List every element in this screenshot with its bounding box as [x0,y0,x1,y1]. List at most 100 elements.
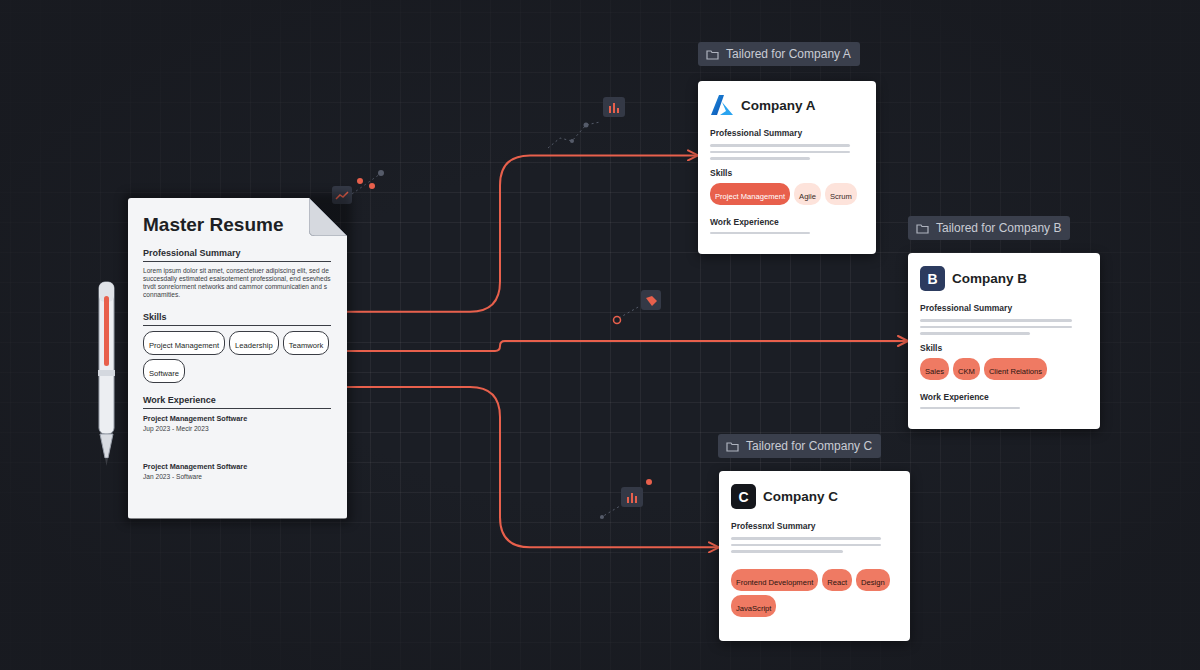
skill-chip: JavaScript [731,595,776,617]
flow-arrow [347,341,908,351]
chip-row: Project Management Leadership TeamworkSoft… [143,331,331,383]
skill-chip: Scrum [825,183,857,205]
text-line [920,332,1030,335]
card-header: C Company C [731,484,898,509]
label-text: Work Experience [920,392,1088,402]
label-text: Scrum [830,192,852,201]
chip-row: Frontend Development React DesignJavaScrip… [731,569,898,617]
placeholder-lines [920,407,1088,410]
folder-icon [706,49,719,60]
tag-label: Tailored for Company B [908,216,1070,240]
document-box: Master ResumeProfessional SummaryLorem i… [128,198,347,519]
skill-chip: Sales [920,358,949,380]
label-text: B [927,271,937,287]
text-line [920,319,1072,322]
text-line [710,232,810,235]
chip-row: Sales CKM Client Relations [920,358,1088,380]
skill-chip: Client Relations [984,358,1047,380]
label-text: Design [861,578,885,587]
label-text: Work Experience [710,217,864,227]
label-text: JavaScript [736,604,771,613]
company-logo [710,94,734,116]
label-text: React [827,578,847,587]
resume-card: Company A Professional SummarySkillsProje… [698,81,876,254]
placeholder-lines [710,232,864,235]
skill-chip: Frontend Development [731,569,818,591]
text-line [920,407,1020,410]
text-line [710,157,810,160]
page-fold [309,198,347,236]
skill-chip: Software [143,359,185,383]
label-text: C [738,489,748,505]
label-text: Work Experience [143,395,331,409]
spacer [731,561,898,567]
label-text: Company B [952,271,1027,286]
folder-icon [726,441,739,452]
label-text: Lorem ipsum dolor sit amet, consectetuer… [143,267,331,299]
folder-icon [916,223,929,234]
label-text: Client Relations [989,367,1042,376]
text-line [710,144,850,147]
text-line [731,544,881,547]
label-text: Leadership [235,341,273,350]
label-text: Agile [799,192,816,201]
resume-card: C Company C Professnxl SummaryFrontend Dev… [719,471,910,641]
label-text: Company A [741,98,816,113]
label-text: Software [149,369,179,378]
label-text: Company C [763,489,838,504]
tag-label: Tailored for Company C [718,434,881,458]
skill-chip: React [822,569,852,591]
skill-chip: Design [856,569,890,591]
label-text: Project Management Software [143,462,331,471]
pen-icon [98,282,115,466]
placeholder-lines [920,319,1088,335]
label-text: Skills [920,343,1088,353]
tag-icon [614,290,662,324]
flow-arrow [347,387,719,547]
skill-chip: Project Management [143,331,225,355]
logo-box: C [731,484,756,509]
logo-slot: B [920,266,945,291]
logo-slot: C [731,484,756,509]
label-text: Teamwork [289,341,324,350]
logo-box: B [920,266,945,291]
text-line [731,537,881,540]
label-text: Professional Summary [710,128,864,138]
card-header: B Company B [920,266,1088,291]
label-text: Tailored for Company C [746,439,872,453]
label-text: Project Management [149,341,219,350]
label-text: Sales [925,367,944,376]
label-text: Frontend Development [736,578,813,587]
text-line [920,326,1072,329]
label-text: Tailored for Company B [936,221,1061,235]
label-text: Skills [143,312,331,326]
label-text: CKM [958,367,975,376]
label-text: Skills [710,168,864,178]
label-text: Professional Summary [143,248,331,262]
text-line [710,151,850,154]
tag-label: Tailored for Company A [698,42,860,66]
skill-chip: CKM [953,358,980,380]
skill-chip: Project Management [710,183,790,205]
label-text: Project Management Software [143,414,331,423]
skill-chip: Leadership [229,331,279,355]
chip-row: Project Management Agile Scrum [710,183,864,205]
label-text: Professnxl Summary [731,521,898,531]
placeholder-lines [731,537,898,553]
flow-arrow [347,155,698,311]
resume-card: B Company B Professional SummarySkillsSale… [908,253,1100,429]
text-line [731,550,843,553]
label-text: Project Management [715,192,785,201]
placeholder-lines [710,144,864,160]
label-text: Jup 2023 - Mecir 2023 [143,425,331,432]
label-text: Tailored for Company A [726,47,851,61]
skill-chip: Agile [794,183,821,205]
card-header: Company A [710,94,864,116]
label-text: Jan 2023 - Software [143,473,331,480]
label-text: Master Resume [143,214,331,236]
analytics-icon [600,479,652,519]
label-text: Professional Summary [920,303,1088,313]
skill-chip: Teamwork [283,331,330,355]
analytics-icon [548,97,625,148]
